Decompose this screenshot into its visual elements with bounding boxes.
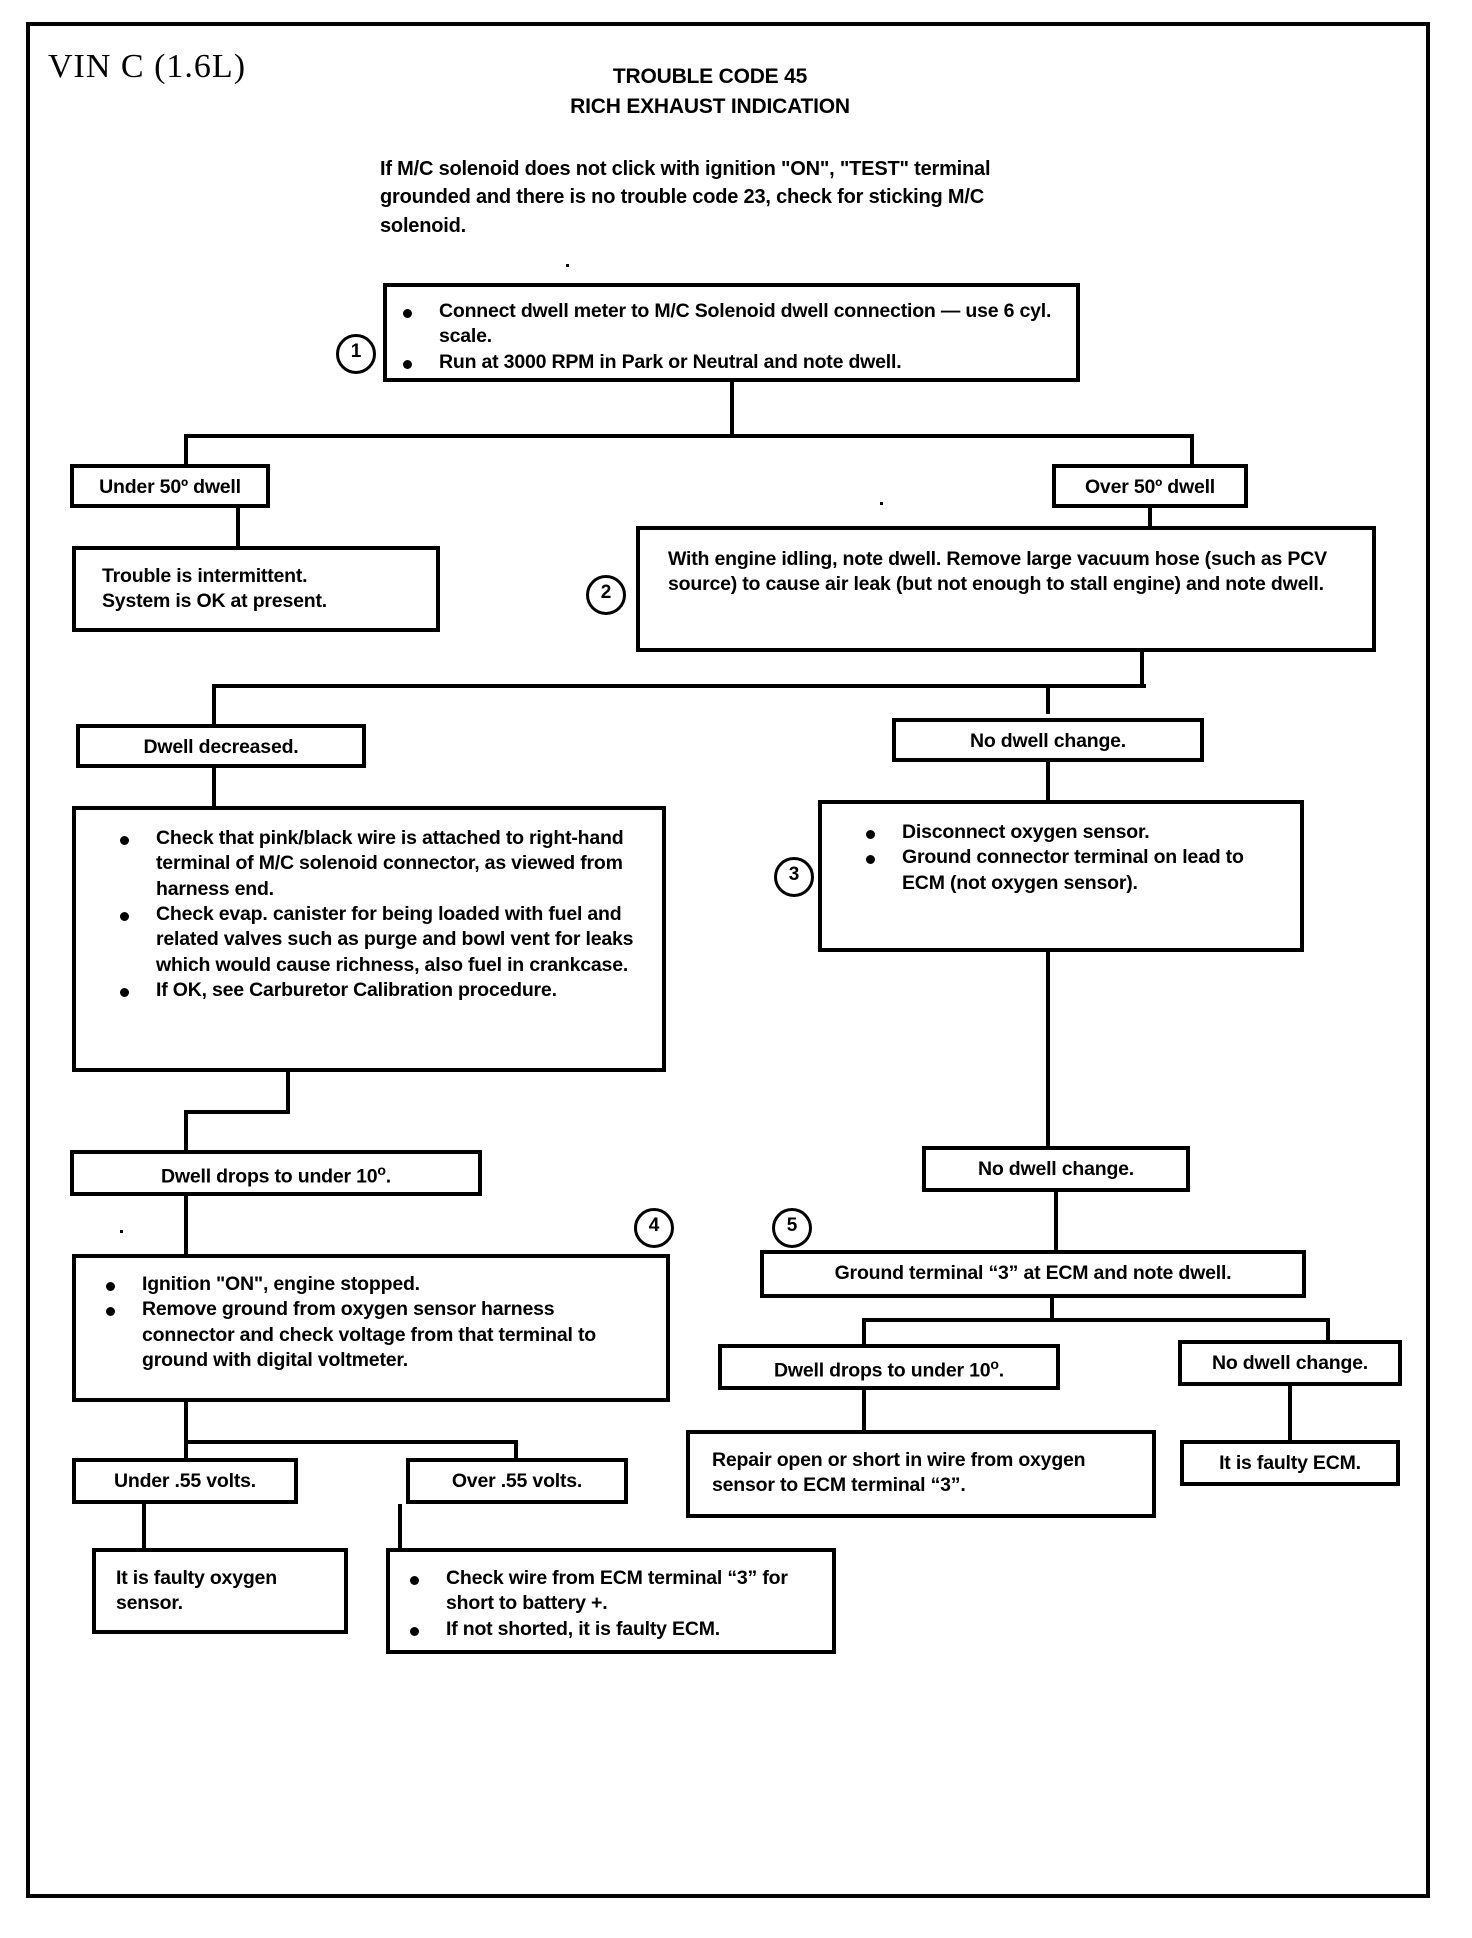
node-step-4: Ignition "ON", engine stopped. Remove gr… (72, 1254, 670, 1402)
connector-line (286, 1072, 290, 1114)
text-line: sensor. (116, 1592, 183, 1615)
bullet-item: Check that pink/black wire is attached t… (112, 826, 640, 902)
node-no-dwell-change-a: No dwell change. (892, 718, 1204, 762)
bullet-item: Ground connector terminal on lead to ECM… (858, 845, 1284, 896)
node-no-dwell-change-c: No dwell change. (1178, 1340, 1402, 1386)
node-step-3: Disconnect oxygen sensor. Ground connect… (818, 800, 1304, 952)
bullet-item: Ignition "ON", engine stopped. (98, 1272, 648, 1297)
node-faulty-ecm-right: It is faulty ECM. (1180, 1440, 1400, 1486)
connector-line (142, 1504, 146, 1552)
connector-line (1140, 652, 1144, 688)
text-line: It is faulty oxygen (116, 1567, 277, 1589)
node-dwell-drops-under-10-left: Dwell drops to under 10o. (70, 1150, 482, 1196)
title-line-1: TROUBLE CODE 45 (612, 65, 808, 88)
bullet-item: If OK, see Carburetor Calibration proced… (112, 978, 640, 1003)
chart-title: TROUBLE CODE 45 RICH EXHAUST INDICATION (430, 62, 990, 123)
step-marker-1: 1 (336, 334, 376, 374)
connector-line (862, 1390, 866, 1432)
connector-line (184, 1440, 518, 1444)
node-step-2: With engine idling, note dwell. Remove l… (636, 526, 1376, 652)
node-faulty-oxygen-sensor: It is faulty oxygen sensor. (92, 1548, 348, 1634)
connector-line (862, 1318, 1330, 1322)
bullet-item: Remove ground from oxygen sensor harness… (98, 1297, 648, 1373)
text-tail: . (385, 1165, 392, 1188)
connector-line (862, 1318, 866, 1354)
connector-line (1190, 434, 1194, 468)
connector-line (184, 1196, 188, 1254)
connector-line (398, 1504, 402, 1552)
connector-line (212, 768, 216, 808)
connector-line (1288, 1386, 1292, 1442)
connector-line (212, 684, 1146, 688)
intro-note: If M/C solenoid does not click with igni… (380, 158, 991, 237)
connector-line (184, 434, 1194, 438)
node-under-55-volts: Under .55 volts. (72, 1458, 298, 1504)
connector-line (236, 508, 240, 546)
node-over-55-volts: Over .55 volts. (406, 1458, 628, 1504)
connector-line (1046, 762, 1050, 800)
text-main: Dwell drops to under 10 (160, 1165, 378, 1188)
bullet-item: Connect dwell meter to M/C Solenoid dwel… (395, 299, 1066, 350)
connector-line (1054, 1192, 1058, 1252)
bullet-item: Run at 3000 RPM in Park or Neutral and n… (395, 350, 1066, 375)
node-check-wire-from-ecm: Check wire from ECM terminal “3” for sho… (386, 1548, 836, 1654)
title-line-2: RICH EXHAUST INDICATION (570, 95, 850, 119)
text-main: Dwell drops to under 10 (773, 1359, 991, 1382)
node-over-50-dwell: Over 50º dwell (1052, 464, 1248, 508)
node-step-1: Connect dwell meter to M/C Solenoid dwel… (383, 283, 1080, 382)
connector-line (184, 1110, 290, 1114)
degree-symbol: o (990, 1356, 999, 1372)
connector-line (184, 434, 188, 468)
node-dwell-drops-under-10-mid: Dwell drops to under 10o. (718, 1344, 1060, 1390)
step-marker-4: 4 (634, 1208, 674, 1248)
text-tail: . (998, 1359, 1005, 1382)
page-title: VIN C (1.6L) (48, 48, 247, 85)
node-repair-open-or-short: Repair open or short in wire from oxygen… (686, 1430, 1156, 1518)
connector-line (184, 1402, 188, 1444)
connector-line (184, 1110, 188, 1154)
node-step-5: Ground terminal “3” at ECM and note dwel… (760, 1250, 1306, 1298)
bullet-item: If not shorted, it is faulty ECM. (402, 1617, 818, 1642)
connector-line (1046, 952, 1050, 1150)
node-under-50-dwell: Under 50º dwell (70, 464, 270, 508)
scan-speck (880, 502, 883, 505)
text-line: Trouble is intermittent. (102, 565, 308, 587)
connector-line (1050, 1298, 1054, 1322)
step-marker-3: 3 (774, 857, 814, 897)
scan-speck (566, 264, 569, 267)
step-marker-2: 2 (586, 575, 626, 615)
bullet-item: Check wire from ECM terminal “3” for sho… (402, 1566, 818, 1617)
connector-line (212, 684, 216, 726)
node-trouble-intermittent: Trouble is intermittent. System is OK at… (72, 546, 440, 632)
bullet-item: Disconnect oxygen sensor. (858, 820, 1284, 845)
step-marker-5: 5 (772, 1208, 812, 1248)
node-dwell-decreased: Dwell decreased. (76, 724, 366, 768)
node-no-dwell-change-b: No dwell change. (922, 1146, 1190, 1192)
degree-symbol: o (377, 1162, 386, 1178)
bullet-item: Check evap. canister for being loaded wi… (112, 902, 640, 978)
page-border (26, 22, 1430, 1898)
connector-line (730, 382, 734, 438)
connector-line (1046, 684, 1050, 714)
scan-speck (120, 1230, 123, 1233)
connector-line (1148, 508, 1152, 526)
node-check-wire-and-canister: Check that pink/black wire is attached t… (72, 806, 666, 1072)
connector-line (1326, 1318, 1330, 1354)
text-line: System is OK at present. (102, 590, 327, 613)
